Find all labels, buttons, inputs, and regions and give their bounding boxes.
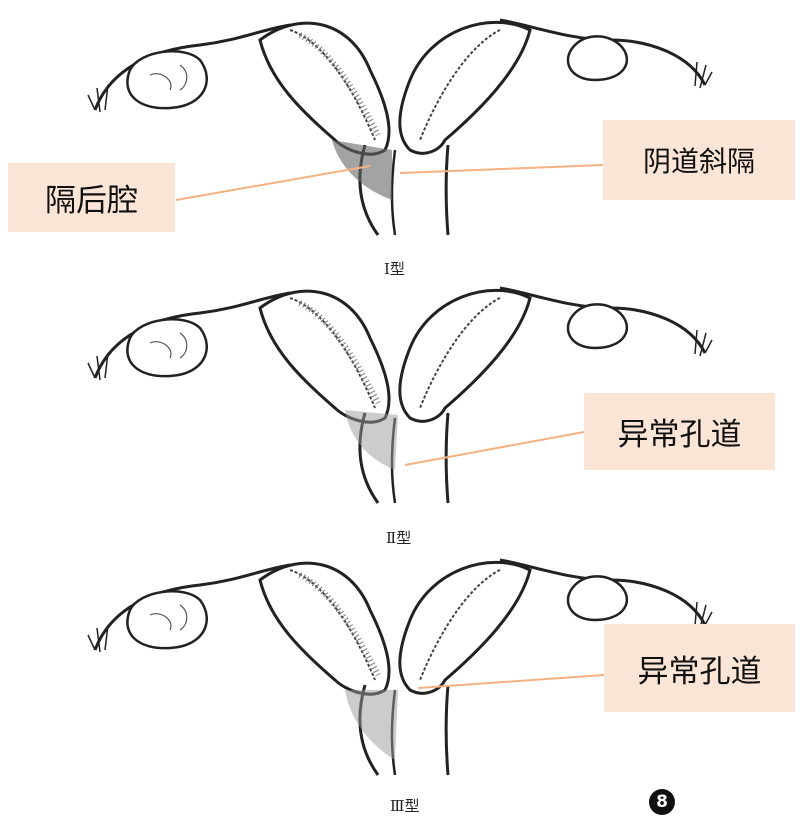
type-label-2: Ⅱ型 xyxy=(386,529,412,547)
septum-cavity-3 xyxy=(345,690,398,760)
type-label-1: Ⅰ型 xyxy=(384,260,405,278)
type-label-3: Ⅲ型 xyxy=(390,797,420,815)
septum-cavity-1 xyxy=(332,140,392,200)
label-oblique-septum: 阴道斜隔 xyxy=(603,120,795,200)
leader-line-2 xyxy=(399,164,604,174)
label-abnormal-channel-3: 异常孔道 xyxy=(604,624,795,712)
figure-number-badge: 8 xyxy=(649,789,675,815)
label-posterior-cavity: 隔后腔 xyxy=(8,163,175,232)
label-abnormal-channel-2: 异常孔道 xyxy=(584,393,775,470)
leader-line-3 xyxy=(404,431,585,466)
leader-line-4 xyxy=(417,674,605,689)
septum-cavity-2 xyxy=(345,410,398,470)
leader-line-1 xyxy=(175,165,371,201)
